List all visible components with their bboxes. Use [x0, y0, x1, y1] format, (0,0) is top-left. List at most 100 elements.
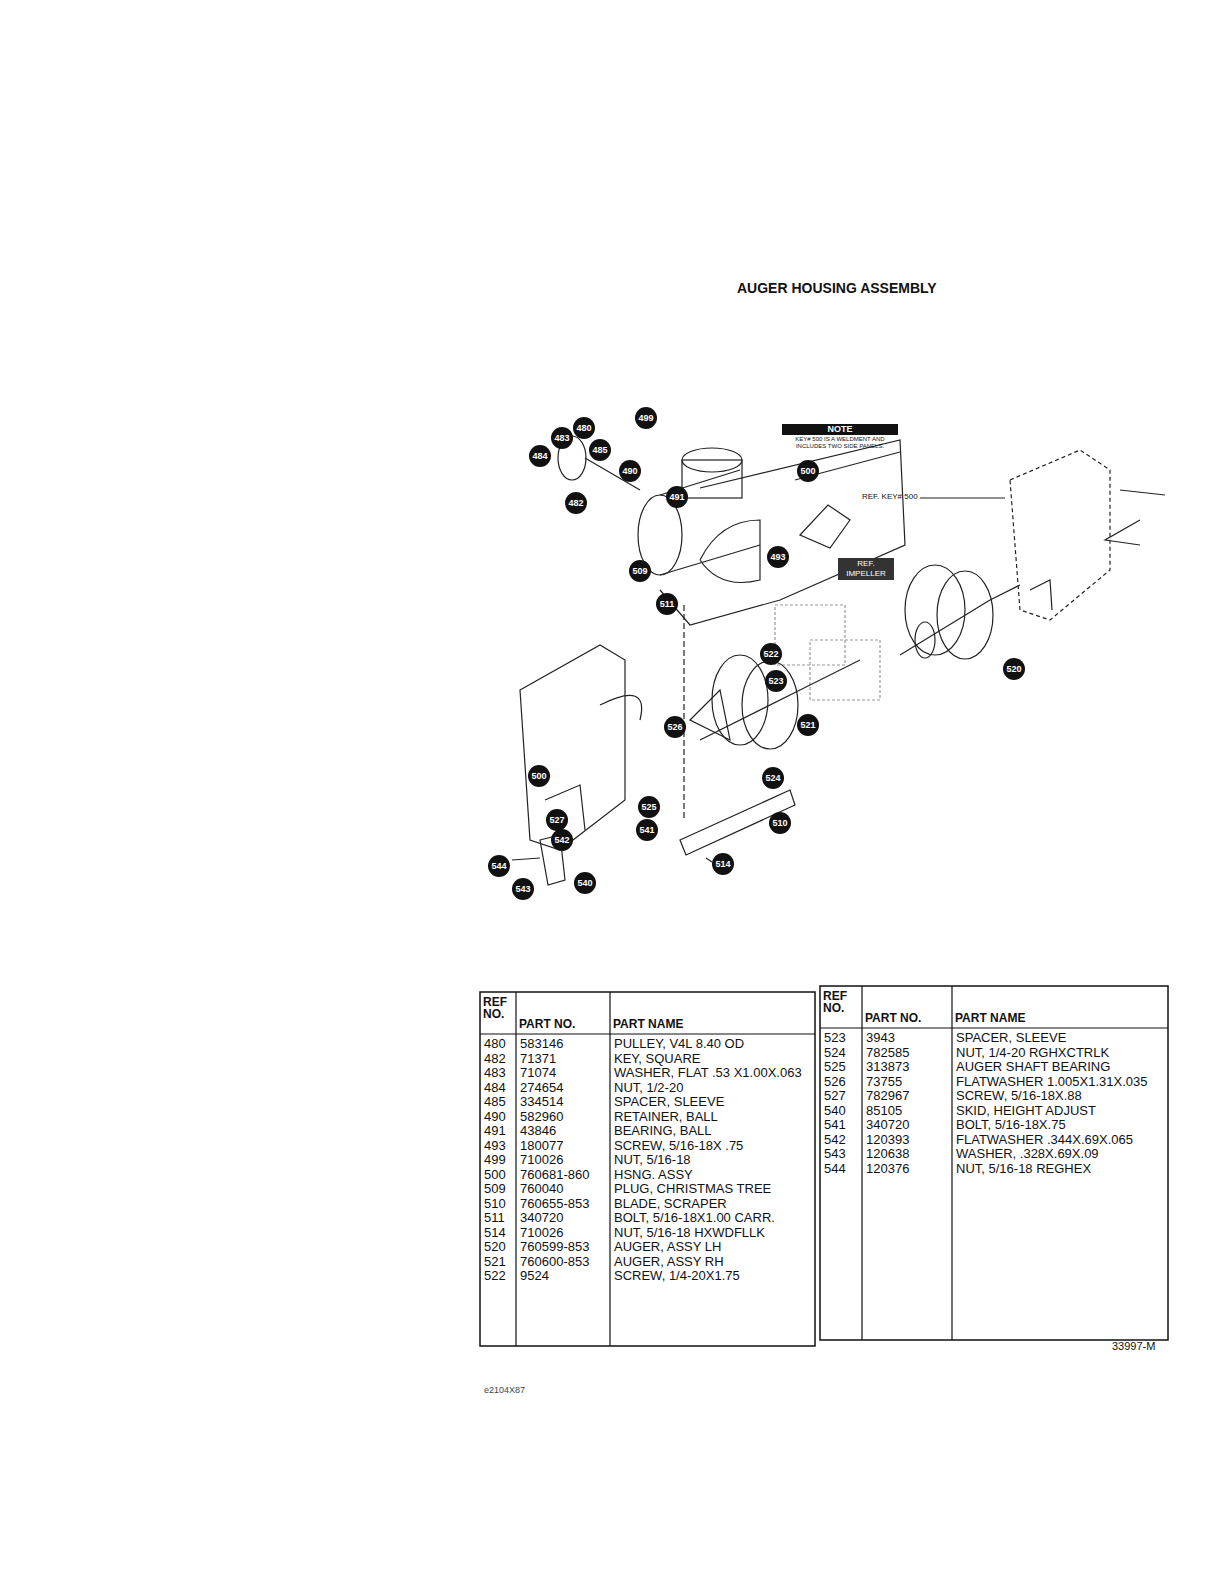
ref-number: 540 — [824, 1104, 846, 1119]
part-number: 120376 — [866, 1162, 909, 1177]
part-number: 71371 — [520, 1052, 556, 1067]
callout-number: 484 — [529, 445, 551, 467]
part-name: NUT, 5/16-18 — [614, 1153, 691, 1168]
callout-number: 482 — [565, 492, 587, 514]
part-number: 760600-853 — [520, 1255, 589, 1270]
part-name: AUGER, ASSY RH — [614, 1255, 724, 1270]
part-name: BLADE, SCRAPER — [614, 1197, 727, 1212]
ref-number: 544 — [824, 1162, 846, 1177]
part-name: PLUG, CHRISTMAS TREE — [614, 1182, 771, 1197]
column-header: PART NO. — [519, 1018, 575, 1030]
callout-number: 543 — [512, 878, 534, 900]
callout-number: 493 — [767, 546, 789, 568]
part-number: 120393 — [866, 1133, 909, 1148]
part-name: SPACER, SLEEVE — [956, 1031, 1066, 1046]
column-header: REF NO. — [823, 990, 853, 1014]
part-number: 180077 — [520, 1139, 563, 1154]
callout-number: 522 — [760, 643, 782, 665]
note-text: KEY# 500 IS A WELDMENT AND INCLUDES TWO … — [782, 436, 898, 450]
part-name: SKID, HEIGHT ADJUST — [956, 1104, 1096, 1119]
note-heading: NOTE — [782, 424, 898, 435]
part-number: 582960 — [520, 1110, 563, 1125]
ref-number: 493 — [484, 1139, 506, 1154]
callout-number: 509 — [629, 560, 651, 582]
part-name: HSNG. ASSY — [614, 1168, 693, 1183]
part-number: 85105 — [866, 1104, 902, 1119]
ref-number: 491 — [484, 1124, 506, 1139]
part-name: FLATWASHER .344X.69X.065 — [956, 1133, 1133, 1148]
part-name: SCREW, 1/4-20X1.75 — [614, 1269, 740, 1284]
callout-number: 527 — [546, 809, 568, 831]
part-number: 9524 — [520, 1269, 549, 1284]
ref-number: 490 — [484, 1110, 506, 1125]
ref-number: 483 — [484, 1066, 506, 1081]
part-name: RETAINER, BALL — [614, 1110, 718, 1125]
part-number: 73755 — [866, 1075, 902, 1090]
part-name: NUT, 5/16-18 REGHEX — [956, 1162, 1091, 1177]
ref-number: 543 — [824, 1147, 846, 1162]
title: AUGER HOUSING ASSEMBLY — [737, 280, 937, 296]
part-name: KEY, SQUARE — [614, 1052, 700, 1067]
part-number: 583146 — [520, 1037, 563, 1052]
ref-number: 523 — [824, 1031, 846, 1046]
ref-number: 510 — [484, 1197, 506, 1212]
callout-number: 542 — [551, 829, 573, 851]
ref-number: 542 — [824, 1133, 846, 1148]
ref-number: 522 — [484, 1269, 506, 1284]
part-number: 340720 — [866, 1118, 909, 1133]
part-number: 760040 — [520, 1182, 563, 1197]
callout-number: 500 — [528, 765, 550, 787]
ref-number: 527 — [824, 1089, 846, 1104]
part-number: 760655-853 — [520, 1197, 589, 1212]
drawing-code: e2104X87 — [484, 1385, 525, 1395]
callout-number: 523 — [765, 670, 787, 692]
ref-number: 520 — [484, 1240, 506, 1255]
callout-number: 490 — [619, 460, 641, 482]
part-name: PULLEY, V4L 8.40 OD — [614, 1037, 744, 1052]
part-number: 710026 — [520, 1226, 563, 1241]
part-name: WASHER, FLAT .53 X1.00X.063 — [614, 1066, 802, 1081]
callout-number: 525 — [638, 796, 660, 818]
part-name: NUT, 5/16-18 HXWDFLLK — [614, 1226, 765, 1241]
part-name: WASHER, .328X.69X.09 — [956, 1147, 1099, 1162]
part-name: SCREW, 5/16-18X .75 — [614, 1139, 743, 1154]
reference-label: REF. IMPELLER — [838, 558, 894, 580]
ref-number: 526 — [824, 1075, 846, 1090]
part-number: 3943 — [866, 1031, 895, 1046]
callout-number: 514 — [712, 853, 734, 875]
ref-number: 500 — [484, 1168, 506, 1183]
ref-number: 541 — [824, 1118, 846, 1133]
callout-number: 521 — [797, 714, 819, 736]
ref-number: 485 — [484, 1095, 506, 1110]
ref-number: 482 — [484, 1052, 506, 1067]
reference-label: REF. KEY# 500 — [862, 492, 918, 501]
part-name: FLATWASHER 1.005X1.31X.035 — [956, 1075, 1147, 1090]
part-number: 340720 — [520, 1211, 563, 1226]
ref-number: 521 — [484, 1255, 506, 1270]
callout-number: 540 — [574, 872, 596, 894]
column-header: PART NAME — [955, 1012, 1025, 1024]
ref-number: 499 — [484, 1153, 506, 1168]
ref-number: 524 — [824, 1046, 846, 1061]
callout-number: 544 — [488, 855, 510, 877]
callout-number: 499 — [635, 407, 657, 429]
ref-number: 480 — [484, 1037, 506, 1052]
callout-number: 485 — [589, 439, 611, 461]
ref-number: 511 — [484, 1211, 505, 1226]
part-number: 313873 — [866, 1060, 909, 1075]
part-number: 71074 — [520, 1066, 556, 1081]
ref-number: 509 — [484, 1182, 506, 1197]
column-header: REF NO. — [483, 996, 513, 1020]
callout-number: 491 — [666, 486, 688, 508]
part-name: NUT, 1/4-20 RGHXCTRLK — [956, 1046, 1109, 1061]
part-name: SPACER, SLEEVE — [614, 1095, 724, 1110]
ref-number: 525 — [824, 1060, 846, 1075]
column-header: PART NO. — [865, 1012, 921, 1024]
part-name: BOLT, 5/16-18X.75 — [956, 1118, 1066, 1133]
part-number: 760599-853 — [520, 1240, 589, 1255]
part-number: 710026 — [520, 1153, 563, 1168]
part-name: BEARING, BALL — [614, 1124, 712, 1139]
part-name: AUGER SHAFT BEARING — [956, 1060, 1110, 1075]
part-number: 760681-860 — [520, 1168, 589, 1183]
